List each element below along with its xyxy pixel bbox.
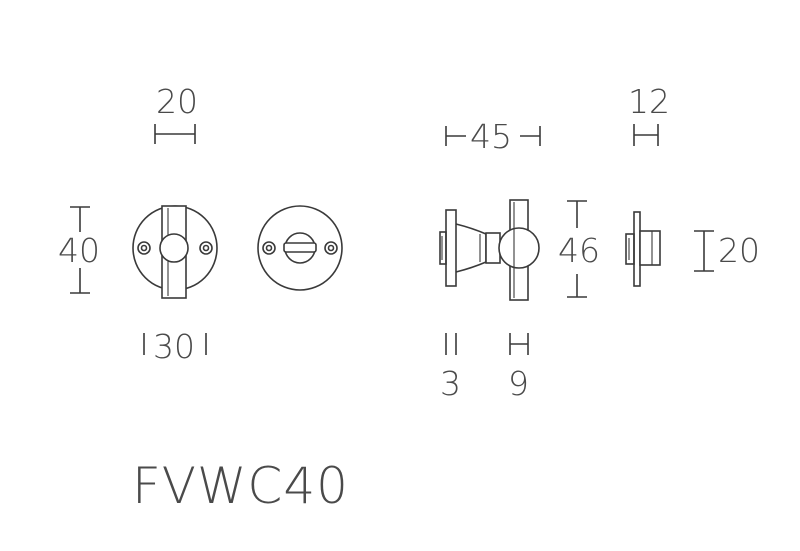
- dim-turn-thickness: 12: [628, 82, 670, 121]
- dim-spindle-offset: 30: [153, 327, 195, 366]
- front-view-rose: [132, 205, 218, 299]
- dimension-marks: [70, 124, 714, 355]
- product-code: FVWC40: [132, 457, 349, 515]
- dim-rose-width: 20: [156, 82, 198, 121]
- dim-turn-height: 20: [718, 231, 760, 270]
- dim-total-depth: 45: [470, 117, 512, 156]
- dim-knob-height: 46: [558, 231, 600, 270]
- dim-knob-thickness: 9: [508, 364, 529, 403]
- dim-rose-diameter: 40: [58, 231, 100, 270]
- side-view-knob: [439, 199, 540, 301]
- side-view-turn: [625, 211, 661, 287]
- dim-rose-thickness: 3: [440, 364, 461, 403]
- back-view-indicator: [257, 205, 343, 291]
